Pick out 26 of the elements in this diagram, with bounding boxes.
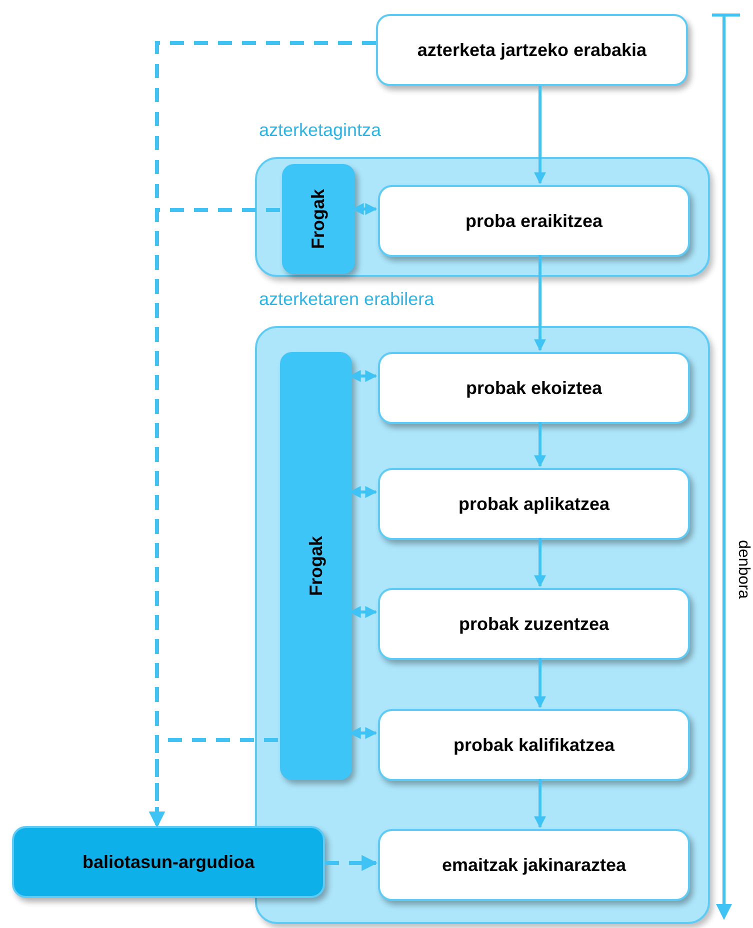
axis-label: denbora bbox=[734, 540, 753, 599]
process-box: proba eraikitzea bbox=[378, 185, 690, 257]
arrow bbox=[348, 606, 378, 618]
arrow bbox=[534, 779, 546, 828]
evidence-bar: Frogak bbox=[282, 164, 355, 274]
arrow bbox=[534, 422, 546, 468]
process-box: probak zuzentzea bbox=[378, 588, 690, 660]
process-box: emaitzak jakinaraztea bbox=[378, 829, 690, 901]
arrow bbox=[348, 370, 378, 382]
evidence-bar: Frogak bbox=[280, 352, 352, 780]
arrow bbox=[348, 486, 378, 498]
process-box: azterketa jartzeko erabakia bbox=[376, 14, 688, 86]
dashed-arrow bbox=[325, 855, 378, 871]
arrow bbox=[534, 658, 546, 708]
group-heading: azterketaren erabilera bbox=[259, 288, 434, 311]
argument-box: baliotasun-argudioa bbox=[12, 826, 325, 898]
process-box: probak aplikatzea bbox=[378, 468, 690, 540]
process-box: probak kalifikatzea bbox=[378, 709, 690, 781]
process-box: probak ekoiztea bbox=[378, 352, 690, 424]
group-heading: azterketagintza bbox=[259, 119, 382, 142]
arrow bbox=[534, 86, 546, 184]
arrow bbox=[534, 538, 546, 588]
arrow bbox=[534, 255, 546, 352]
dashed-arrow bbox=[149, 738, 278, 828]
arrow bbox=[348, 727, 378, 739]
arrow bbox=[352, 203, 378, 215]
